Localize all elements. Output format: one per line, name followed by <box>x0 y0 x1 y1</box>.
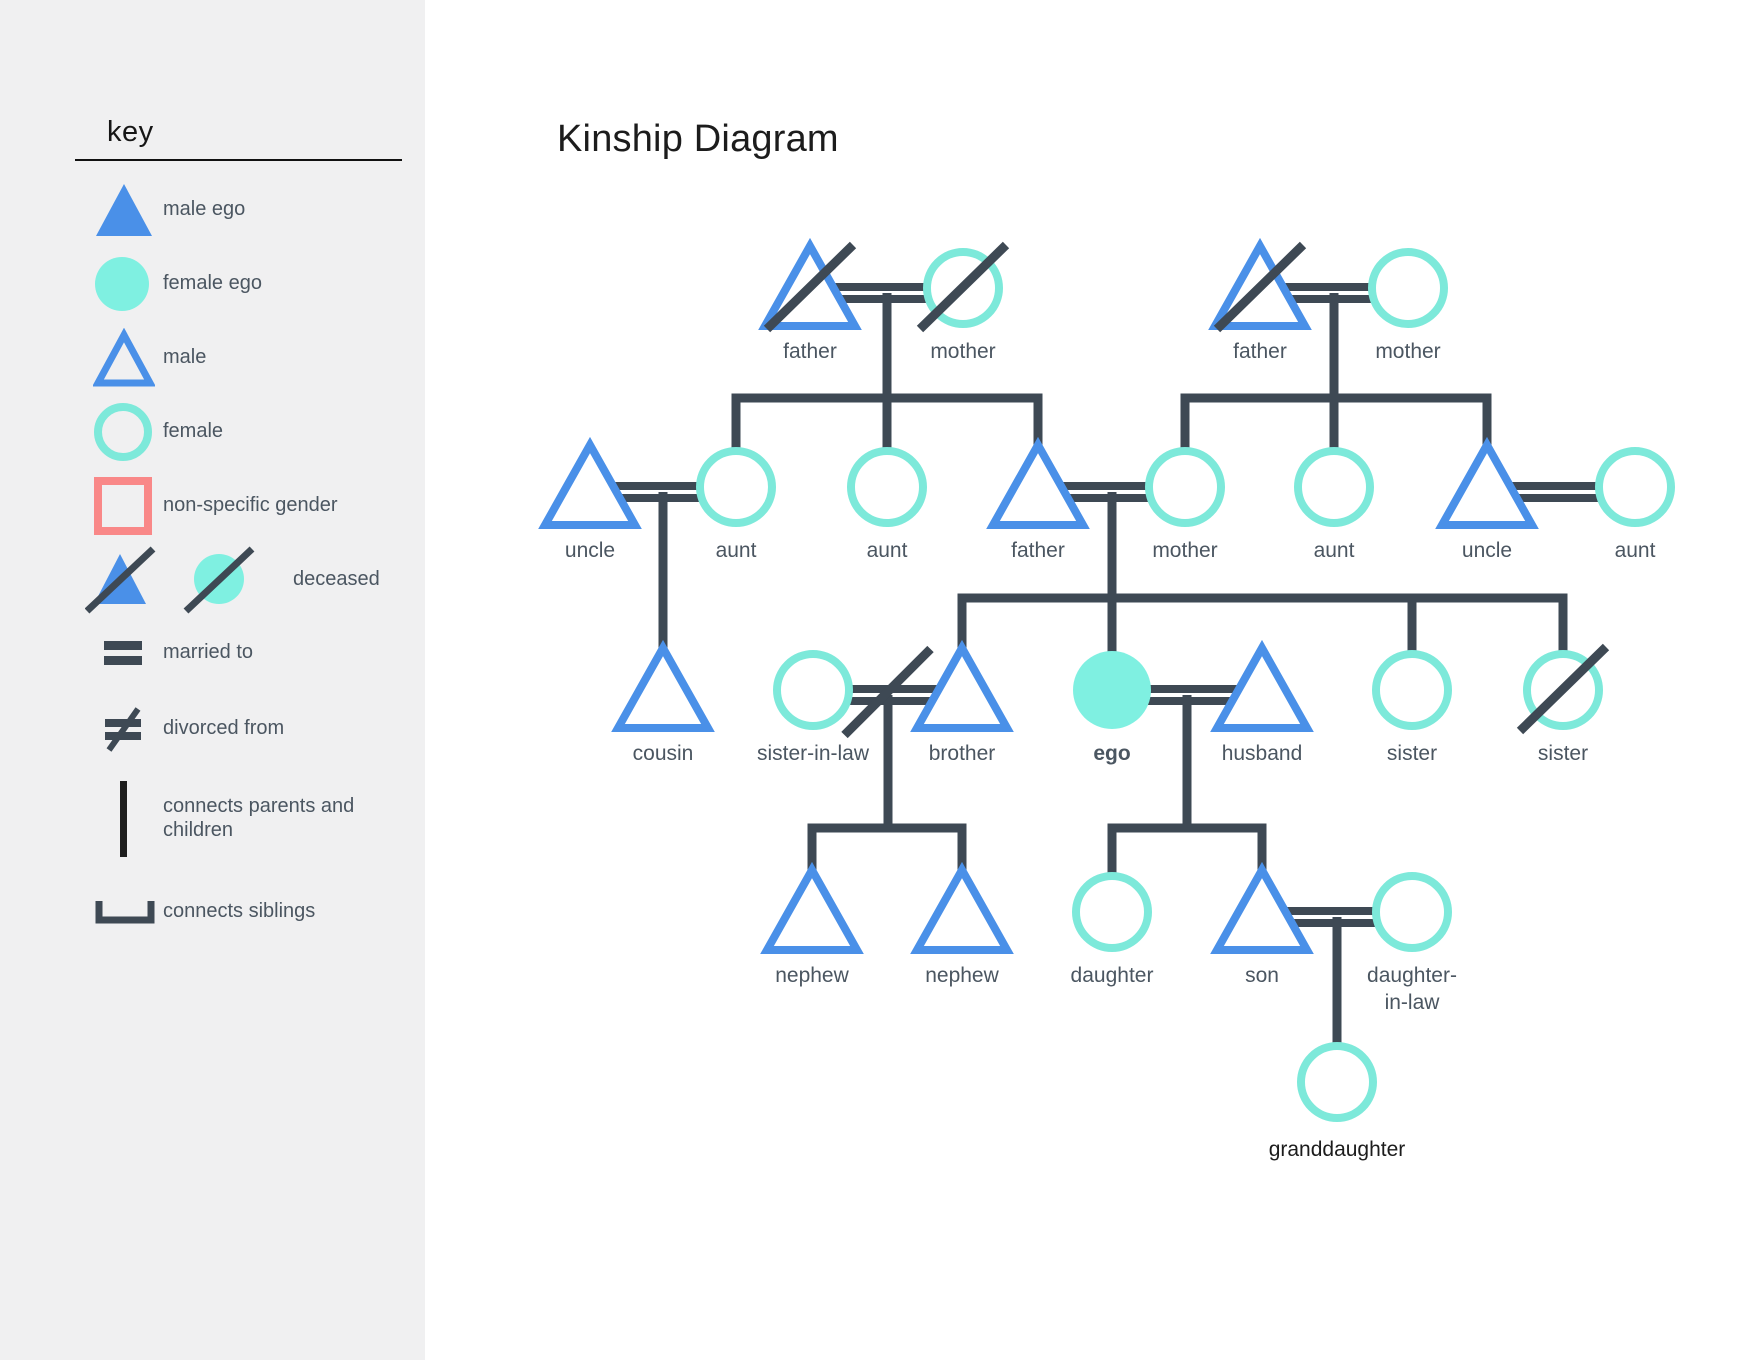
key-item-label: male ego <box>163 198 246 221</box>
kin-node-father: father <box>1208 237 1312 363</box>
key-item-label: male <box>163 346 207 369</box>
kin-label: aunt <box>867 539 908 562</box>
kin-node-uncle: uncle <box>1435 436 1539 562</box>
kin-node-sister: sister <box>1516 643 1610 765</box>
key-item-label: divorced from <box>163 717 285 740</box>
kin-label: father <box>1011 539 1065 562</box>
key-item-married: married to <box>75 617 405 689</box>
kin-node-mother: mother <box>916 241 1010 363</box>
page-title: Kinship Diagram <box>557 118 839 160</box>
key-item-label: deceased <box>293 568 380 591</box>
kin-label: in-law <box>1385 991 1441 1014</box>
kin-node-sister: sister <box>1372 650 1452 765</box>
kin-node-nephew: nephew <box>910 861 1014 987</box>
kin-label: sister <box>1538 742 1588 765</box>
non-specific-icon <box>75 476 163 536</box>
kin-node-sisterinlaw: sister-in-law <box>757 650 870 765</box>
key-divider <box>75 159 402 161</box>
key-item-parent-child: connects parents and children <box>75 769 405 869</box>
male-ego-icon <box>75 181 163 239</box>
kin-node-husband: husband <box>1210 639 1314 765</box>
kin-node-granddaughter: granddaughter <box>1269 1042 1406 1161</box>
key-item-female: female <box>75 395 405 469</box>
kin-node-father: father <box>758 237 862 363</box>
kin-label: aunt <box>1615 539 1656 562</box>
key-item-label: married to <box>163 641 254 664</box>
key-item-siblings: connects siblings <box>75 869 405 955</box>
kin-label: daughter- <box>1367 964 1457 987</box>
parent-child-icon <box>75 779 163 859</box>
kin-node-daughterinlaw: daughter-in-law <box>1367 872 1457 1014</box>
kin-node-aunt: aunt <box>696 447 776 562</box>
key-item-male: male <box>75 321 405 395</box>
kin-label: aunt <box>1314 539 1355 562</box>
kin-node-father: father <box>986 436 1090 562</box>
kin-label: brother <box>929 742 996 765</box>
key-item-divorced: divorced from <box>75 689 405 769</box>
kin-node-daughter: daughter <box>1071 872 1154 987</box>
female-icon <box>75 402 163 462</box>
kin-label: mother <box>1375 340 1440 363</box>
kin-label: uncle <box>565 539 615 562</box>
female-ego-icon <box>75 255 163 313</box>
key-list: male ego female ego male female non-specific… <box>75 173 405 955</box>
kin-label: nephew <box>925 964 999 987</box>
deceased-slash <box>1516 643 1610 735</box>
key-item-female-ego: female ego <box>75 247 405 321</box>
male-icon <box>75 328 163 388</box>
kin-label: daughter <box>1071 964 1154 987</box>
key-panel: key male ego female ego male female non-spec… <box>0 0 425 1360</box>
kin-label: cousin <box>633 742 694 765</box>
kin-label: ego <box>1093 742 1130 765</box>
key-item-deceased: deceased <box>75 543 405 617</box>
key-heading: key <box>107 116 154 148</box>
kin-node-brother: brother <box>910 639 1014 765</box>
kin-node-nephew: nephew <box>760 861 864 987</box>
kin-node-aunt: aunt <box>847 447 927 562</box>
married-icon <box>75 639 163 667</box>
kin-label: father <box>1233 340 1287 363</box>
kin-node-son: son <box>1210 861 1314 987</box>
kin-node-mother: mother <box>1368 248 1448 363</box>
deceased-slash <box>916 241 1010 333</box>
kin-label: son <box>1245 964 1279 987</box>
siblings-icon <box>75 898 163 926</box>
kin-label: mother <box>1152 539 1217 562</box>
key-item-label: female ego <box>163 272 262 295</box>
kin-label: aunt <box>716 539 757 562</box>
kin-label: uncle <box>1462 539 1512 562</box>
key-item-label: connects parents and children <box>163 795 355 841</box>
divorce-slash <box>841 645 934 739</box>
kin-node-aunt: aunt <box>1595 447 1675 562</box>
key-item-non-specific: non-specific gender <box>75 469 405 543</box>
kin-label: sister-in-law <box>757 742 870 765</box>
kin-node-mother: mother <box>1145 447 1225 562</box>
deceased-slash <box>1213 241 1307 333</box>
deceased-icon <box>75 546 293 614</box>
kin-node-uncle: uncle <box>538 436 642 562</box>
kin-label: granddaughter <box>1269 1138 1406 1161</box>
kin-label: nephew <box>775 964 849 987</box>
kin-node-ego: ego <box>1073 651 1151 765</box>
key-item-label: non-specific gender <box>163 494 338 517</box>
kin-node-aunt: aunt <box>1294 447 1374 562</box>
deceased-slash <box>763 241 857 333</box>
kin-node-cousin: cousin <box>611 639 715 765</box>
divorced-icon <box>75 706 163 752</box>
kin-label: father <box>783 340 837 363</box>
key-item-label: female <box>163 420 224 443</box>
key-item-male-ego: male ego <box>75 173 405 247</box>
kin-label: sister <box>1387 742 1437 765</box>
key-item-label: connects siblings <box>163 900 316 923</box>
kin-label: mother <box>930 340 995 363</box>
key: key male ego female ego male female non-spec… <box>75 116 405 955</box>
kin-label: husband <box>1222 742 1303 765</box>
